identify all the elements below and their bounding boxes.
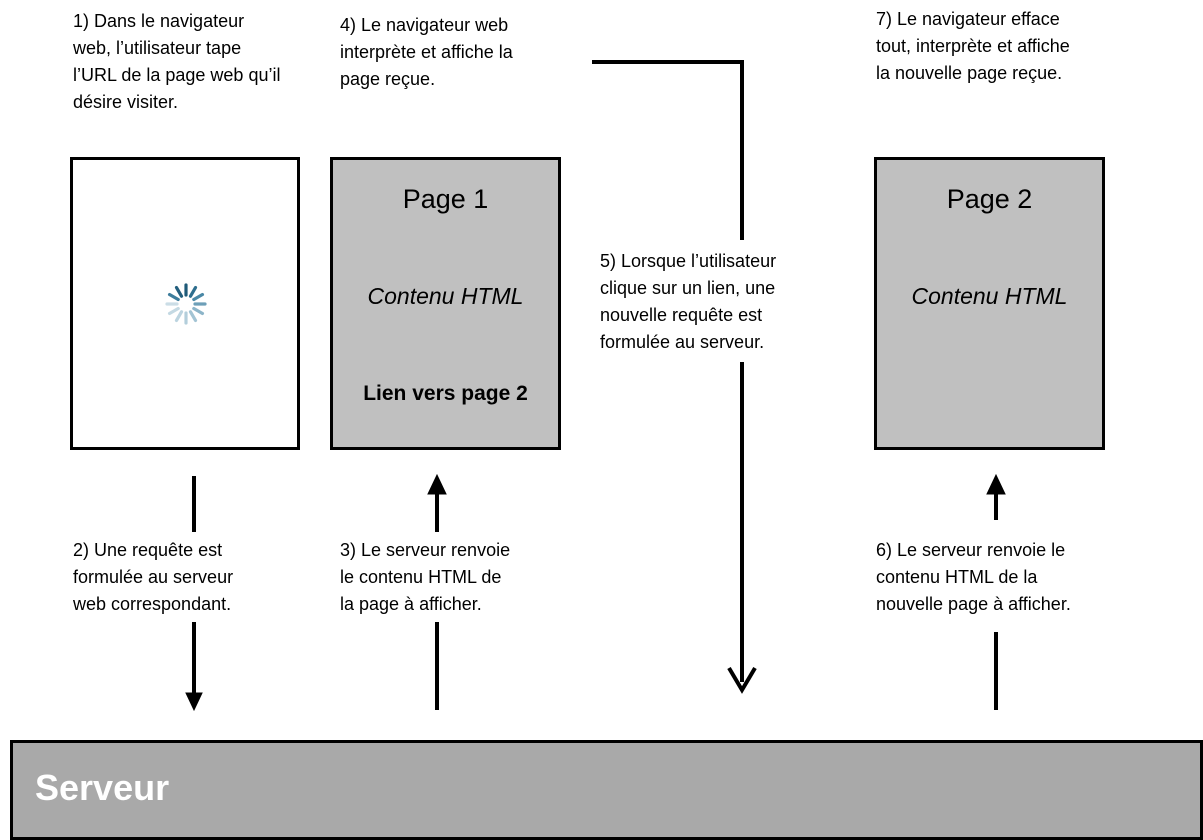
loading-spinner-icon — [165, 283, 207, 325]
page1-content: Contenu HTML — [367, 283, 524, 309]
step1-text: 1) Dans le navigateur web, l’utilisateur… — [73, 11, 281, 112]
server-box: Serveur — [10, 740, 1203, 840]
arrowhead-step5 — [727, 666, 757, 694]
arrow-step5-upper — [592, 60, 744, 240]
step3-text: 3) Le serveur renvoie le contenu HTML de… — [340, 540, 511, 614]
page1-link[interactable]: Lien vers page 2 — [363, 382, 528, 405]
loading-page-box — [70, 157, 300, 450]
page2-content: Contenu HTML — [911, 283, 1068, 309]
step5-text: 5) Lorsque l’utilisateur clique sur un l… — [600, 251, 777, 352]
page2-title: Page 2 — [946, 184, 1033, 214]
step2-text: 2) Une requête est formulée au serveur w… — [73, 540, 234, 614]
step4-text: 4) Le navigateur web interprète et affic… — [340, 15, 513, 89]
page2-box: Page 2 Contenu HTML — [874, 157, 1105, 450]
server-label: Serveur — [35, 767, 170, 808]
arrowhead-step6 — [986, 473, 1006, 495]
step6-text: 6) Le serveur renvoie le contenu HTML de… — [876, 540, 1071, 614]
step7-text: 7) Le navigateur efface tout, interprète… — [876, 9, 1070, 83]
arrowhead-step3 — [427, 473, 447, 495]
arrowhead-step2 — [185, 692, 203, 712]
page1-box: Page 1 Contenu HTML Lien vers page 2 — [330, 157, 561, 450]
page1-title: Page 1 — [402, 184, 489, 214]
